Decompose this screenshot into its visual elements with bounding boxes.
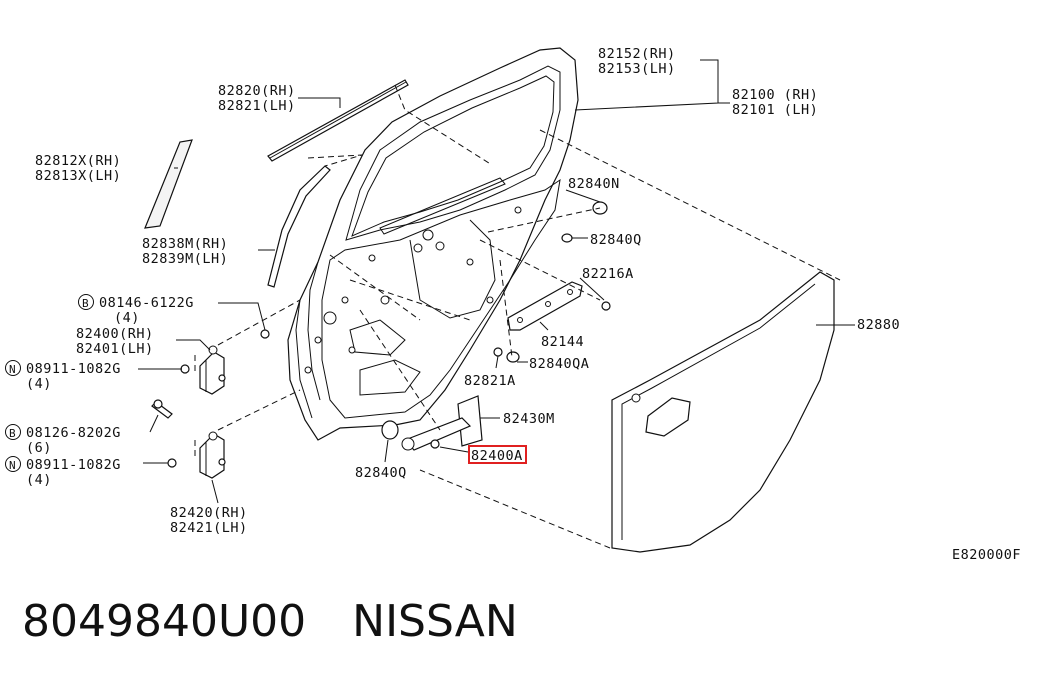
label-08146-qty: (4) xyxy=(114,310,140,326)
label-82152: 82152(RH) xyxy=(598,46,676,62)
label-82820: 82820(RH) xyxy=(218,83,296,99)
badge-b-08126: B xyxy=(5,424,21,440)
label-82400: 82400(RH) xyxy=(76,326,154,342)
label-82840n: 82840N xyxy=(568,176,620,192)
parts-diagram: 82152(RH) 82153(LH) 82100 (RH) 82101 (LH… xyxy=(5,46,1021,563)
upper-hinge xyxy=(199,345,225,395)
brand-name: NISSAN xyxy=(352,596,518,647)
badge-b-08146: B xyxy=(78,294,94,310)
label-08126-qty: (6) xyxy=(26,440,52,456)
label-82216a: 82216A xyxy=(582,266,634,282)
label-82144: 82144 xyxy=(541,334,584,350)
caption: 8049840U00 NISSAN xyxy=(22,596,518,647)
svg-text:B: B xyxy=(82,297,89,310)
label-82880: 82880 xyxy=(857,317,900,333)
label-82100: 82100 (RH) xyxy=(732,87,818,103)
label-82101: 82101 (LH) xyxy=(732,102,818,118)
label-08146: 08146-6122G xyxy=(99,295,194,311)
label-08911-b: 08911-1082G xyxy=(26,457,121,473)
badge-n-08911-b: N xyxy=(5,456,21,472)
label-82838m: 82838M(RH) xyxy=(142,236,228,252)
part-number: 8049840U00 xyxy=(22,596,307,647)
sash-cover xyxy=(144,139,193,229)
label-82821: 82821(LH) xyxy=(218,98,296,114)
fasteners xyxy=(151,201,611,468)
label-82840q-b: 82840Q xyxy=(355,465,407,481)
door-trim-panel xyxy=(611,271,835,553)
label-82420: 82420(RH) xyxy=(170,505,248,521)
label-82421: 82421(LH) xyxy=(170,520,248,536)
label-08911-b-qty: (4) xyxy=(26,472,52,488)
label-82430m: 82430M xyxy=(503,411,555,427)
belt-moulding xyxy=(267,79,409,162)
label-82400a: 82400A xyxy=(471,448,523,464)
label-08911-a: 08911-1082G xyxy=(26,361,121,377)
label-08911-a-qty: (4) xyxy=(26,376,52,392)
badge-n-08911-a: N xyxy=(5,360,21,376)
diagram-code: E820000F xyxy=(952,547,1021,563)
label-82401: 82401(LH) xyxy=(76,341,154,357)
label-82812x: 82812X(RH) xyxy=(35,153,121,169)
door-frame xyxy=(287,47,579,441)
svg-text:N: N xyxy=(9,363,16,376)
svg-text:B: B xyxy=(9,427,16,440)
svg-text:N: N xyxy=(9,459,16,472)
label-82840qa: 82840QA xyxy=(529,356,589,372)
part-labels: 82152(RH) 82153(LH) 82100 (RH) 82101 (LH… xyxy=(5,46,1021,563)
lower-hinge xyxy=(199,431,225,479)
glass-run-seal xyxy=(267,165,331,288)
label-82840q-a: 82840Q xyxy=(590,232,642,248)
door-check-link xyxy=(401,395,483,451)
label-82839m: 82839M(LH) xyxy=(142,251,228,267)
label-82813x: 82813X(LH) xyxy=(35,168,121,184)
highlight-box-82400a xyxy=(468,445,527,464)
bracket-82144 xyxy=(507,281,583,331)
label-08126: 08126-8202G xyxy=(26,425,121,441)
leader-lines xyxy=(138,59,855,504)
assembly-lines xyxy=(194,84,841,549)
label-82821a: 82821A xyxy=(464,373,516,389)
label-82153: 82153(LH) xyxy=(598,61,676,77)
